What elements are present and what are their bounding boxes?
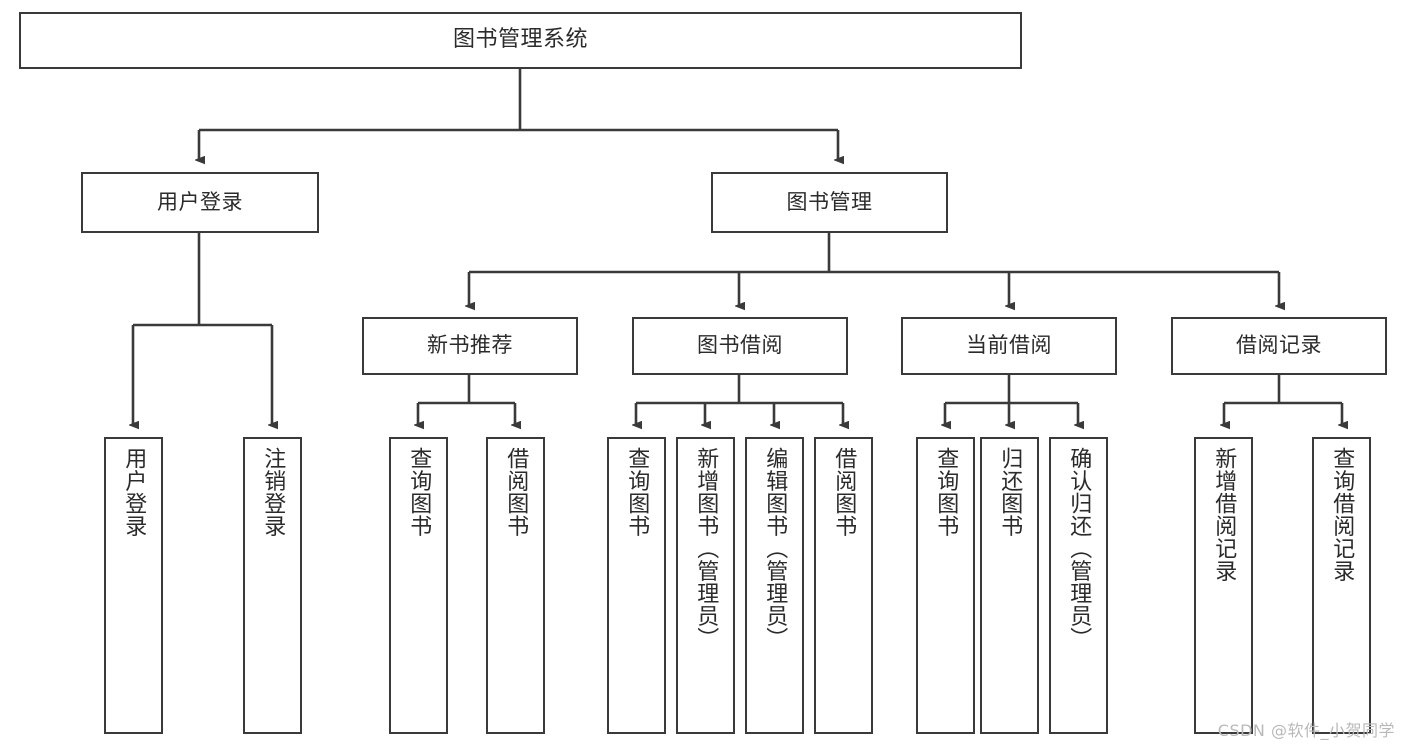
node-label: 当前借阅 [966, 333, 1052, 358]
node-label: 新书推荐 [427, 333, 513, 358]
node-root-book-management-system[interactable]: 图书管理系统 [19, 12, 1022, 69]
leaf-user-login[interactable]: 用户登录 [104, 437, 163, 734]
node-user-login[interactable]: 用户登录 [81, 172, 319, 233]
node-label: 归还图书 [997, 447, 1023, 537]
node-label: 新增借阅记录 [1211, 447, 1237, 582]
node-label: 新增图书（管理员） [693, 447, 719, 650]
leaf-query-book-new-recommend[interactable]: 查询图书 [389, 437, 448, 734]
node-borrow-record[interactable]: 借阅记录 [1171, 317, 1387, 375]
leaf-confirm-return-admin[interactable]: 确认归还（管理员） [1049, 437, 1108, 734]
leaf-query-borrow-record[interactable]: 查询借阅记录 [1312, 437, 1371, 734]
watermark-credit: CSDN @软件_小贺同学 [1217, 721, 1395, 740]
node-new-book-recommend[interactable]: 新书推荐 [362, 317, 578, 375]
leaf-query-book-borrow[interactable]: 查询图书 [607, 437, 666, 734]
node-label: 查询图书 [406, 447, 432, 537]
node-label: 查询图书 [933, 447, 959, 537]
node-label: 用户登录 [157, 189, 243, 214]
node-label: 借阅记录 [1236, 333, 1322, 358]
leaf-borrow-book-borrow[interactable]: 借阅图书 [814, 437, 873, 734]
leaf-edit-book-admin[interactable]: 编辑图书（管理员） [745, 437, 804, 734]
node-book-management[interactable]: 图书管理 [711, 172, 948, 233]
node-label: 查询借阅记录 [1329, 447, 1355, 582]
node-book-borrow[interactable]: 图书借阅 [632, 317, 848, 375]
leaf-borrow-book-new-recommend[interactable]: 借阅图书 [486, 437, 545, 734]
leaf-logout-login[interactable]: 注销登录 [243, 437, 302, 734]
node-label: 借阅图书 [503, 447, 529, 537]
node-label: 编辑图书（管理员） [762, 447, 788, 650]
node-label: 确认归还（管理员） [1066, 447, 1092, 650]
leaf-return-book[interactable]: 归还图书 [980, 437, 1039, 734]
leaf-add-borrow-record[interactable]: 新增借阅记录 [1194, 437, 1253, 734]
node-label: 图书管理系统 [452, 27, 588, 53]
leaf-query-book-current[interactable]: 查询图书 [916, 437, 975, 734]
node-label: 图书借阅 [697, 333, 783, 358]
node-label: 注销登录 [260, 447, 286, 537]
node-label: 用户登录 [121, 447, 147, 537]
node-label: 查询图书 [624, 447, 650, 537]
node-current-borrow[interactable]: 当前借阅 [901, 317, 1117, 375]
node-label: 借阅图书 [831, 447, 857, 537]
node-label: 图书管理 [786, 189, 873, 214]
leaf-add-book-admin[interactable]: 新增图书（管理员） [676, 437, 735, 734]
